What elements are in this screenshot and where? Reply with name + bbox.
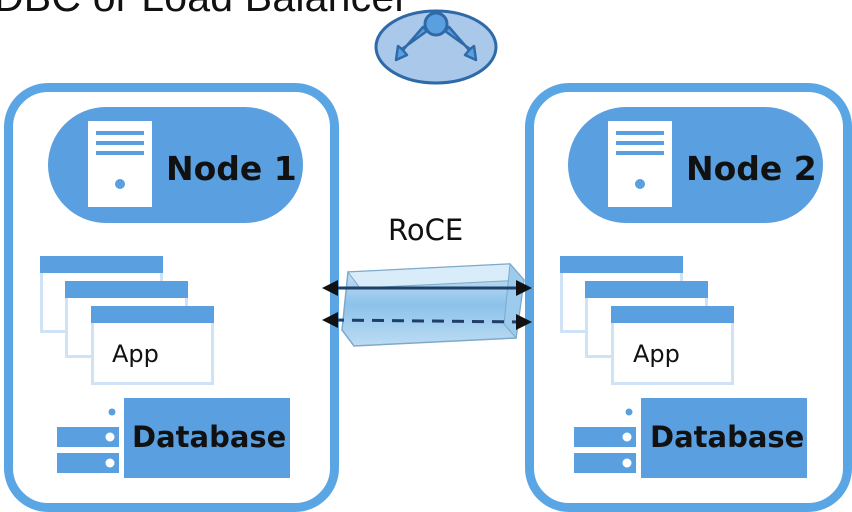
page-title: DBC or Load Balancer bbox=[0, 0, 408, 21]
node-2-app-label: App bbox=[633, 340, 680, 368]
database-icon bbox=[571, 398, 641, 478]
app-window-icon bbox=[611, 306, 734, 385]
roce-label: RoCE bbox=[388, 213, 464, 247]
node-2-database-label: Database bbox=[650, 420, 805, 454]
load-balancer-icon bbox=[374, 9, 498, 85]
server-icon bbox=[608, 121, 672, 207]
server-icon bbox=[88, 121, 152, 207]
node-1-app-label: App bbox=[112, 340, 159, 368]
node-1-database-label: Database bbox=[132, 420, 287, 454]
database-icon bbox=[54, 398, 124, 478]
node-1-label: Node 1 bbox=[166, 149, 297, 188]
roce-link-icon bbox=[322, 262, 532, 347]
node-2-label: Node 2 bbox=[686, 149, 817, 188]
app-window-icon bbox=[91, 306, 214, 385]
